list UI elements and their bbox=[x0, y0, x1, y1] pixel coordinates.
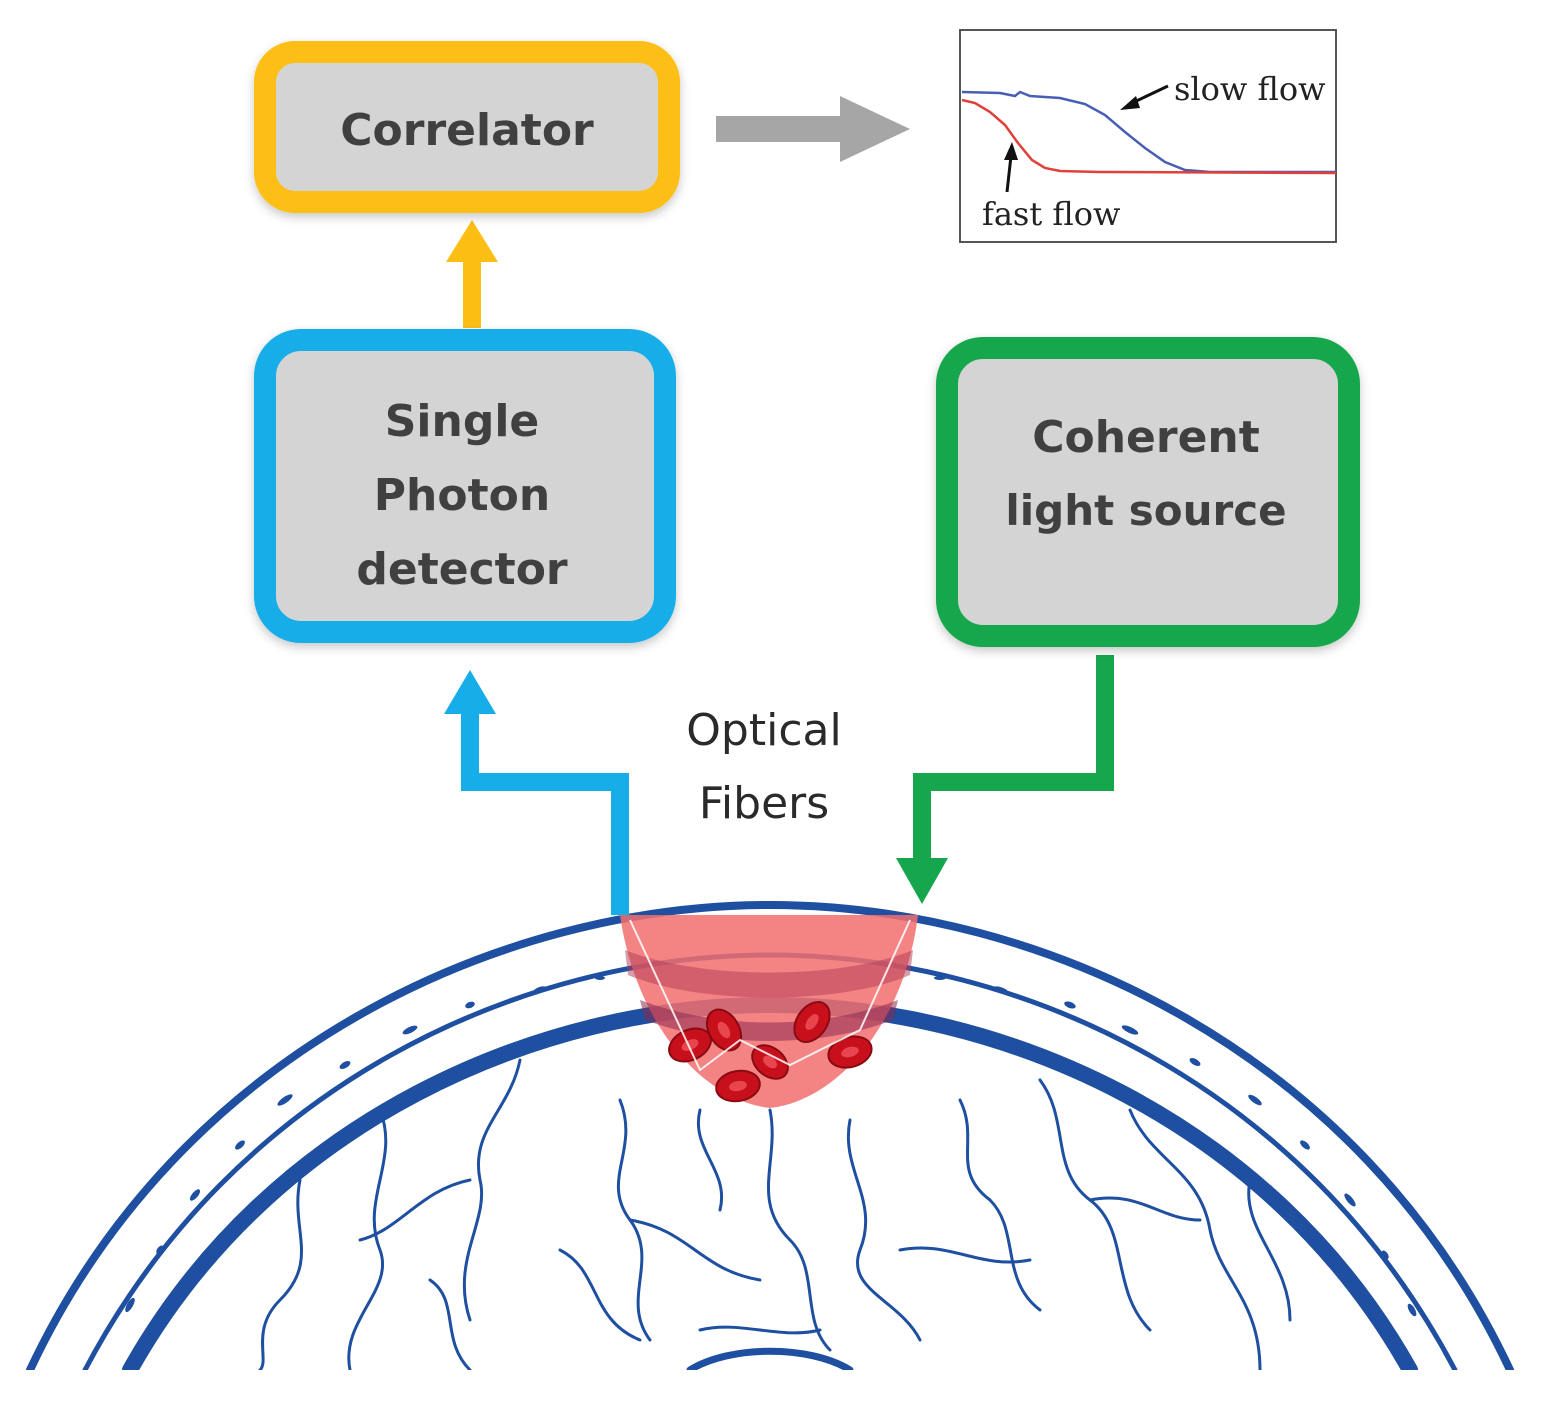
fiber-to-detector bbox=[444, 670, 629, 915]
fiber-from-source bbox=[896, 655, 1114, 904]
correlator-box: Correlator bbox=[254, 41, 680, 213]
detector-box: Single Photon detector bbox=[254, 329, 676, 643]
correlator-to-plot-arrow bbox=[716, 96, 910, 162]
slow-flow-label: slow flow bbox=[1174, 70, 1325, 108]
correlation-inset-plot: slow flow fast flow bbox=[959, 29, 1337, 243]
fast-flow-curve bbox=[961, 98, 1337, 175]
optical-fibers-label-line1: Optical bbox=[686, 705, 841, 756]
correlator-label: Correlator bbox=[340, 105, 594, 156]
scalp-outline bbox=[26, 901, 1514, 1370]
detector-label-line3: detector bbox=[356, 544, 568, 595]
detector-to-correlator-arrow bbox=[446, 220, 498, 328]
source-label-line1: Coherent bbox=[1032, 412, 1260, 463]
slow-flow-curve bbox=[961, 90, 1336, 174]
brain-folds bbox=[258, 1058, 1292, 1370]
source-box: Coherent light source bbox=[936, 337, 1360, 647]
source-label-line2: light source bbox=[1005, 486, 1286, 535]
fast-flow-arrow bbox=[1004, 142, 1018, 193]
slow-flow-arrow bbox=[1120, 84, 1169, 110]
skull-bone-dots bbox=[125, 976, 1417, 1317]
inset-plot-frame bbox=[959, 29, 1337, 243]
fast-flow-label: fast flow bbox=[982, 195, 1120, 233]
detector-label-line2: Photon bbox=[374, 470, 550, 521]
red-blood-cells-icon bbox=[620, 915, 918, 1108]
ventricle-line bbox=[686, 1347, 854, 1370]
detector-label-line1: Single bbox=[385, 396, 540, 447]
optical-fibers-label-line2: Fibers bbox=[699, 778, 829, 829]
